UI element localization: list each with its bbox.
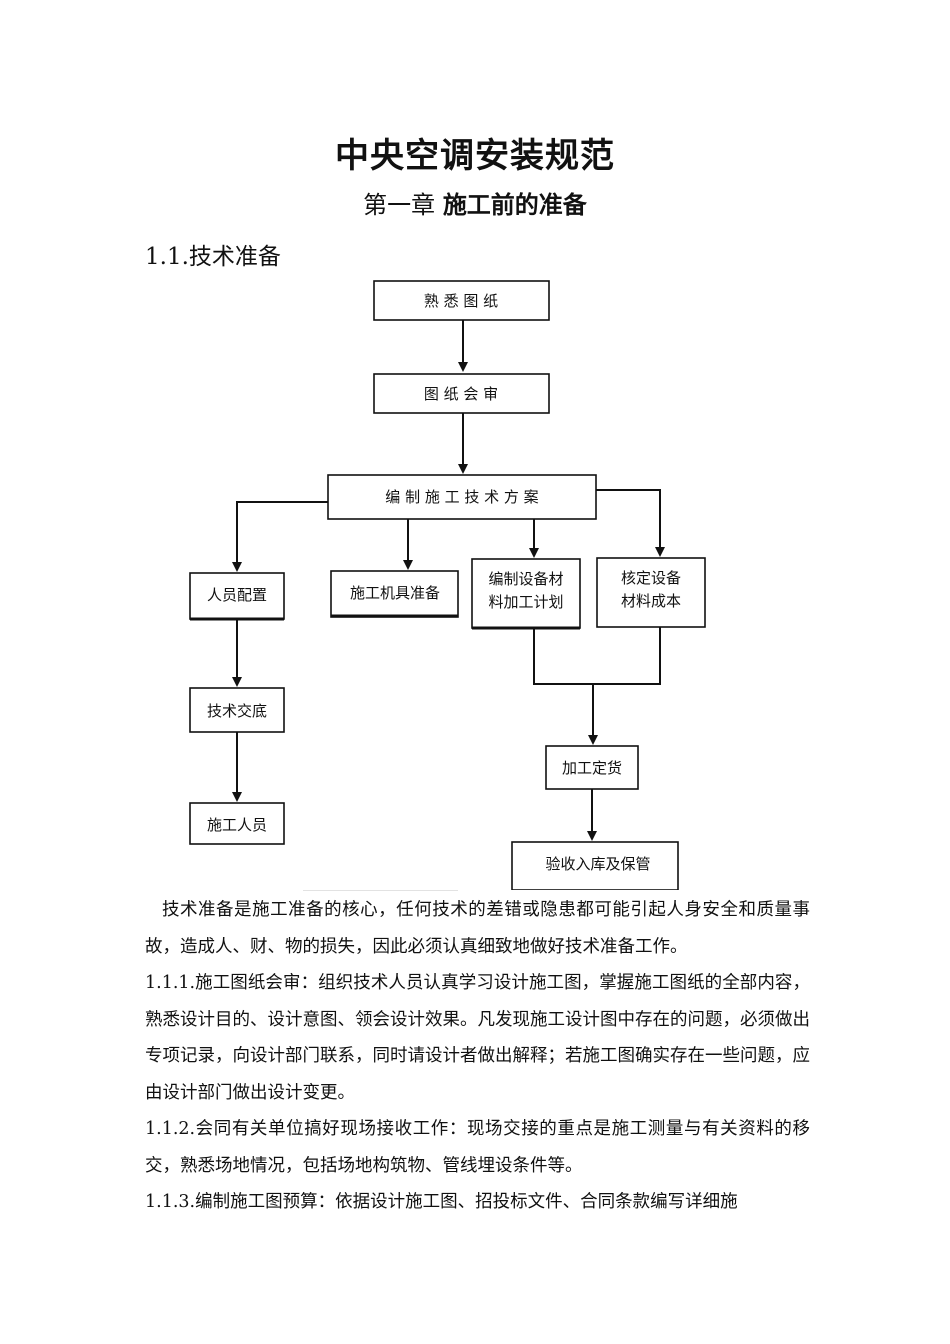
node-acceptance-storage: [511, 841, 679, 890]
label-order-processing: 加工定货: [562, 759, 622, 777]
paragraph-intro: 技术准备是施工准备的核心，任何技术的差错或隐患都可能引起人身安全和质量事故，造成…: [145, 900, 810, 957]
label-acceptance-storage: 验收入库及保管: [545, 855, 650, 873]
node-equipment-prep: [330, 570, 459, 618]
label-cost-check-1: 核定设备: [621, 569, 681, 587]
node-staffing: [189, 572, 285, 620]
arrow-n3-n7: [596, 489, 665, 557]
label-cost-check-2: 材料成本: [621, 592, 681, 610]
label-staffing: 人员配置: [207, 586, 267, 604]
section-heading: 1.1.技术准备: [145, 244, 281, 270]
paragraph-1-1-3: 1.1.3.编制施工图预算：依据设计施工图、招投标文件、合同条款编写详细施: [145, 1192, 738, 1212]
arrow-n3-n4: [232, 501, 328, 572]
label-workers: 施工人员: [207, 816, 267, 834]
label-equipment-prep: 施工机具准备: [350, 584, 440, 602]
document-title: 中央空调安装规范: [335, 136, 615, 176]
label-construction-plan: 编 制 施 工 技 术 方 案: [385, 488, 538, 506]
body-text: 技术准备是施工准备的核心，任何技术的差错或隐患都可能引起人身安全和质量事故，造成…: [145, 892, 810, 1221]
node-tech-briefing: [189, 687, 285, 733]
merge-line-n6-n7: [533, 627, 661, 685]
chapter-prefix: 第一章: [363, 191, 436, 219]
chapter-title: 施工前的准备: [442, 190, 587, 219]
node-workers: [189, 802, 285, 845]
paragraph-1-1-2: 1.1.2.会同有关单位搞好现场接收工作：现场交接的重点是施工测量与有关资料的移…: [145, 1119, 810, 1176]
chapter-heading: 第一章 施工前的准备: [0, 185, 950, 220]
label-familiarize-drawings: 熟 悉 图 纸: [424, 292, 498, 310]
label-material-plan-1: 编制设备材: [488, 570, 563, 588]
flowchart: 熟 悉 图 纸 图 纸 会 审 编 制 施 工 技 术 方 案 人员配置 施工机…: [189, 280, 706, 890]
node-cost-check: [596, 557, 706, 628]
label-tech-briefing: 技术交底: [207, 702, 267, 720]
label-material-plan-2: 料加工计划: [488, 593, 563, 611]
paragraph-1-1-1: 1.1.1.施工图纸会审：组织技术人员认真学习设计施工图，掌握施工图纸的全部内容…: [145, 973, 810, 1103]
node-familiarize-drawings: [373, 280, 550, 321]
node-drawing-review: [373, 373, 550, 414]
divider: [303, 890, 458, 891]
label-drawing-review: 图 纸 会 审: [424, 385, 498, 403]
node-construction-plan: [327, 474, 597, 520]
node-order-processing: [545, 745, 639, 790]
